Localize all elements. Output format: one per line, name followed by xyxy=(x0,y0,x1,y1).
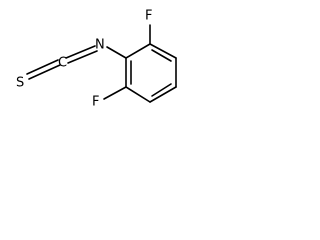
ring-bond-c1-c2 xyxy=(125,43,151,59)
ring-bond-c2-c3 xyxy=(149,43,177,59)
benzene-ring xyxy=(125,43,177,103)
bond-s-c-1 xyxy=(26,59,59,75)
chemical-structure: S C N F F xyxy=(16,9,177,110)
ring-bond-c5-c6 xyxy=(125,86,151,103)
atom-carbon-label: C xyxy=(58,56,67,71)
atom-nitrogen-label: N xyxy=(95,38,105,53)
atom-fluorine-bottom-label: F xyxy=(92,95,99,110)
bond-ring-f-bottom xyxy=(103,86,127,100)
bond-n-ring xyxy=(106,46,127,59)
atom-fluorine-top-label: F xyxy=(145,9,152,24)
bond-s-c-2 xyxy=(28,64,61,80)
bond-c-n-1 xyxy=(65,45,96,59)
ring-double-bond-c2-c3-inner xyxy=(151,49,172,62)
atom-sulfur-label: S xyxy=(16,76,24,91)
ring-bond-c4-c5 xyxy=(149,86,177,103)
ring-double-bond-c4-c5-inner xyxy=(151,83,172,97)
bond-c-n-2 xyxy=(67,50,98,64)
isothiocyanate-group xyxy=(26,45,127,80)
